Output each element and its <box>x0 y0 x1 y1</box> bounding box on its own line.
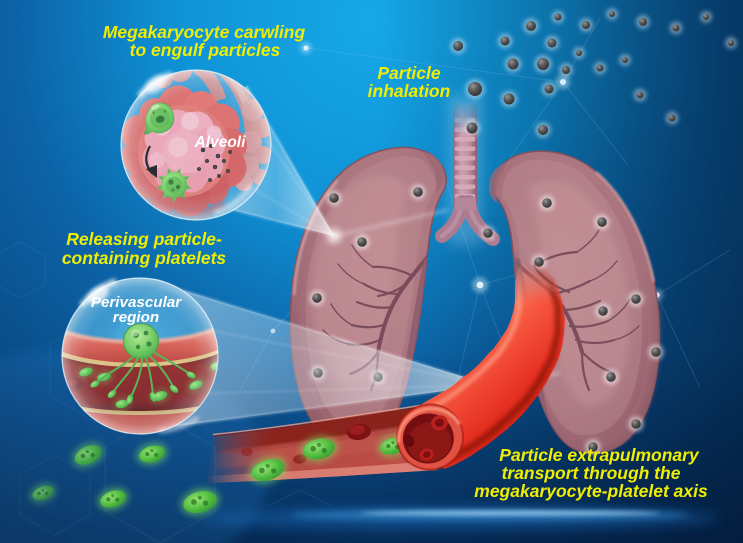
svg-text:Alveoli: Alveoli <box>194 134 247 151</box>
svg-text:inhalation: inhalation <box>368 81 451 101</box>
svg-text:transport through the: transport through the <box>502 463 681 483</box>
svg-text:Releasing particle-: Releasing particle- <box>66 229 222 249</box>
svg-text:to engulf particles: to engulf particles <box>130 40 281 60</box>
svg-text:megakaryocyte-platelet axis: megakaryocyte-platelet axis <box>474 481 708 501</box>
svg-text:Particle extrapulmonary: Particle extrapulmonary <box>499 445 700 465</box>
svg-text:Megakaryocyte carwling: Megakaryocyte carwling <box>103 22 306 42</box>
svg-text:region: region <box>113 309 159 326</box>
svg-text:Perivascular: Perivascular <box>91 294 182 311</box>
svg-text:Particle: Particle <box>377 63 440 83</box>
svg-text:containing platelets: containing platelets <box>62 248 227 268</box>
